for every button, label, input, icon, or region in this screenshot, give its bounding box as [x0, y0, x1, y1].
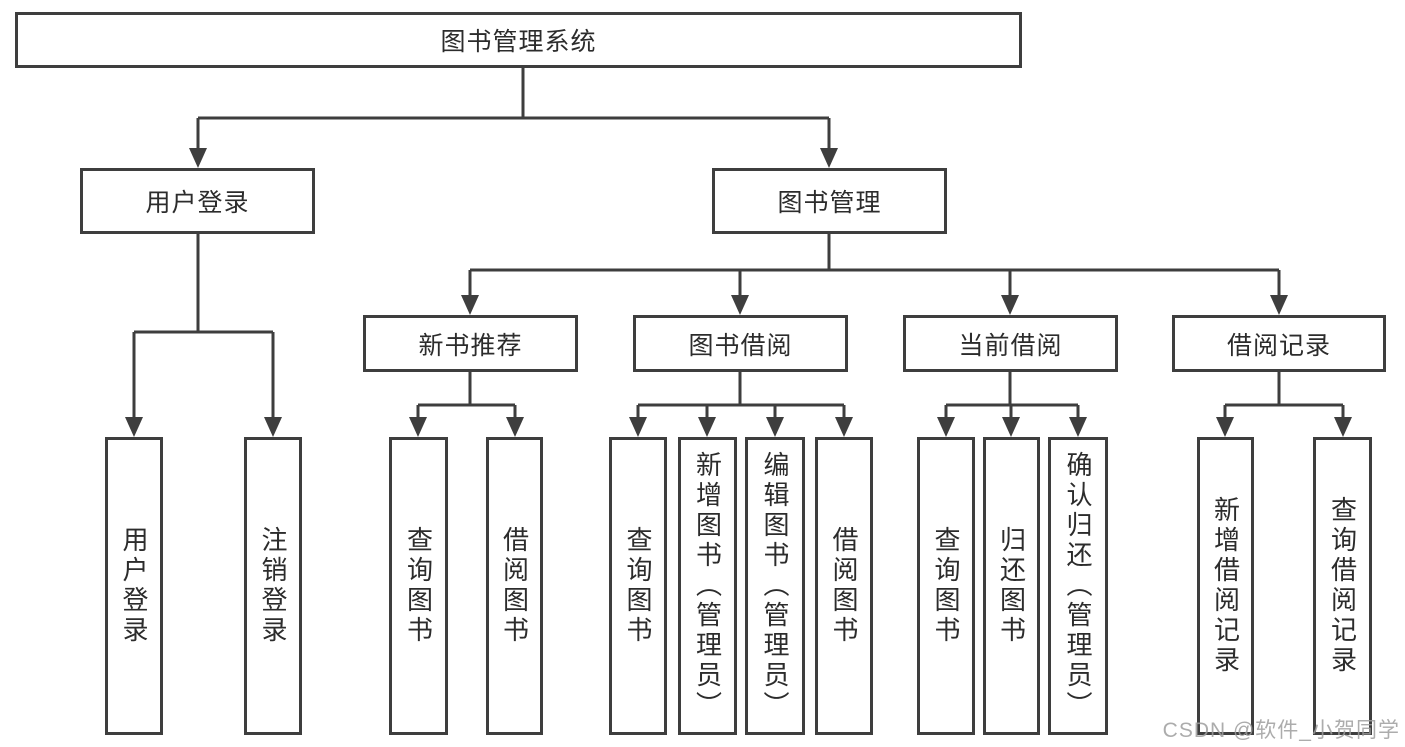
node-label: 借阅图书: [499, 526, 530, 646]
node-label: 当前借阅: [958, 331, 1063, 360]
node-label: 查询借阅记录: [1327, 496, 1358, 676]
node-label: 用户登录: [119, 526, 149, 646]
leaf-records-add-record: 新增借阅记录: [1197, 437, 1254, 735]
node-user-login: 用户登录: [80, 168, 315, 234]
node-label: 归还图书: [996, 526, 1027, 646]
leaf-borrow-edit-books-admin: 编辑图书（管理员）: [745, 437, 805, 735]
leaf-records-query-record: 查询借阅记录: [1313, 437, 1372, 735]
node-label: 新增借阅记录: [1210, 496, 1241, 676]
node-label: 新增图书（管理员）: [692, 451, 723, 721]
node-label: 图书管理系统: [440, 28, 597, 56]
node-label: 编辑图书（管理员）: [760, 451, 790, 721]
node-book-borrowing: 图书借阅: [633, 315, 848, 372]
node-root: 图书管理系统: [15, 12, 1022, 68]
csdn-watermark: CSDN @软件_小贺同学: [1162, 719, 1400, 742]
node-label: 图书管理: [777, 189, 882, 217]
arrowheads: [125, 148, 1352, 437]
node-new-book-recommend: 新书推荐: [363, 315, 578, 372]
leaf-current-return-books: 归还图书: [983, 437, 1040, 735]
node-current-borrowing: 当前借阅: [903, 315, 1118, 372]
node-book-management: 图书管理: [712, 168, 947, 234]
leaf-user-login: 用户登录: [105, 437, 163, 735]
leaf-current-query-books: 查询图书: [917, 437, 975, 735]
leaf-logout: 注销登录: [244, 437, 302, 735]
node-borrowing-records: 借阅记录: [1172, 315, 1386, 372]
node-label: 注销登录: [258, 526, 288, 646]
node-label: 查询图书: [623, 526, 653, 646]
node-label: 确认归还（管理员）: [1063, 451, 1093, 721]
node-label: 借阅记录: [1226, 331, 1331, 360]
leaf-borrow-add-books-admin: 新增图书（管理员）: [678, 437, 737, 735]
leaf-newrec-query-books: 查询图书: [389, 437, 448, 735]
leaf-newrec-borrow-books: 借阅图书: [486, 437, 543, 735]
node-label: 查询图书: [403, 526, 434, 646]
leaf-borrow-borrow-books: 借阅图书: [815, 437, 873, 735]
node-label: 查询图书: [931, 526, 961, 646]
node-label: 借阅图书: [829, 526, 859, 646]
node-label: 图书借阅: [688, 331, 793, 360]
leaf-current-confirm-return-admin: 确认归还（管理员）: [1048, 437, 1108, 735]
node-label: 用户登录: [145, 189, 250, 217]
node-label: 新书推荐: [418, 331, 523, 360]
leaf-borrow-query-books: 查询图书: [609, 437, 667, 735]
